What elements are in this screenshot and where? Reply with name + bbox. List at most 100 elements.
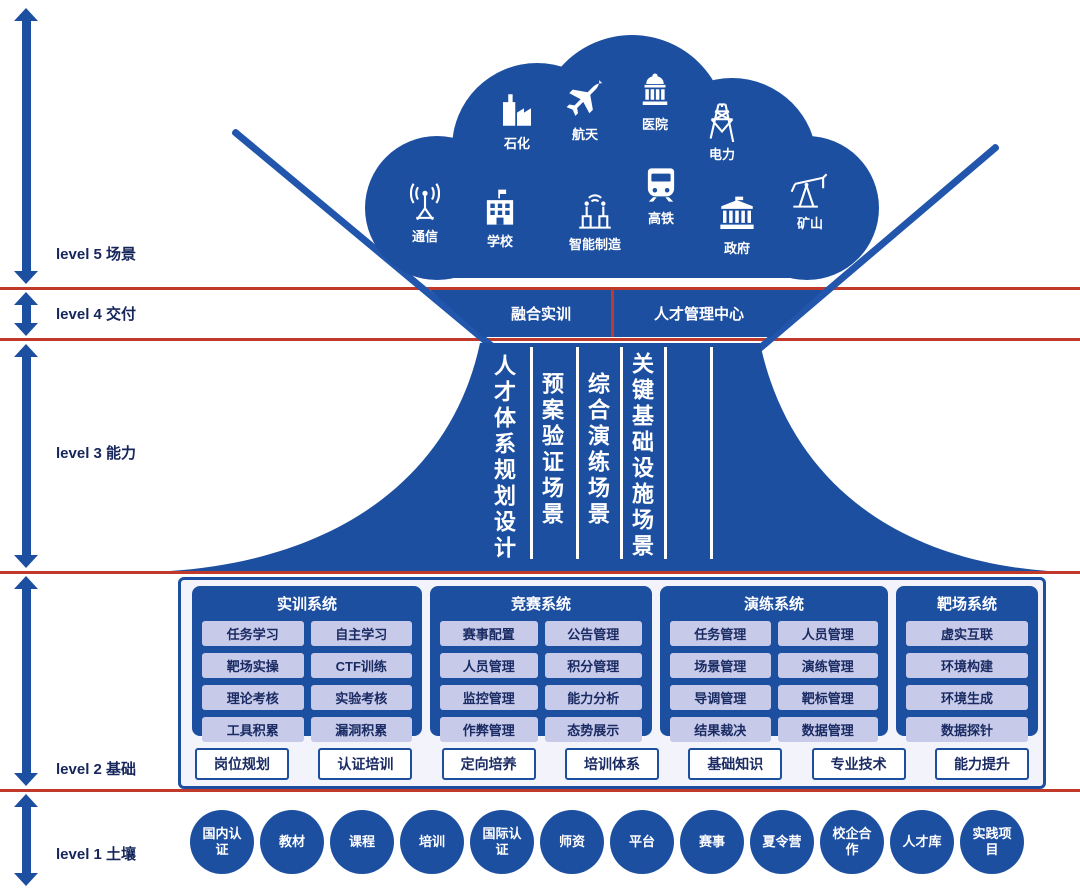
system-item: 人员管理 [440, 653, 538, 678]
soil-circle: 实践项目 [960, 810, 1024, 874]
delivery-right-label: 人才管理中心 [653, 306, 744, 323]
system-item: 环境构建 [906, 653, 1028, 678]
track-box: 能力提升 [934, 748, 1029, 780]
soil-circle-label: 实践项目 [972, 825, 1012, 857]
foundation-container: 实训系统 任务学习 自主学习 靶场实操 CTF训练 理论考核 实验考核 工具积累… [178, 577, 1046, 789]
track-box: 专业技术 [811, 748, 906, 780]
pumpjack-icon [790, 173, 828, 208]
government-icon [720, 196, 754, 229]
system-item: 作弊管理 [440, 717, 538, 742]
soil-circle-label: 人才库 [902, 833, 942, 849]
level-divider-line [0, 789, 1080, 792]
track-row: 岗位规划 认证培训 定向培养 培训体系 基础知识 专业技术 能力提升 [195, 748, 1029, 780]
soil-circle-label: 国际认证 [482, 825, 522, 857]
industry-mining: 矿山 [774, 169, 846, 232]
system-item: 监控管理 [440, 685, 538, 710]
system-item: 公告管理 [544, 621, 642, 646]
system-item: 结果裁决 [670, 717, 771, 742]
industry-label: 智能制造 [568, 237, 621, 252]
level-3-range-arrow [14, 344, 38, 568]
industry-label: 政府 [723, 241, 750, 256]
capability-column-1: 人才体系规划设计 [491, 354, 516, 562]
competition-system-panel: 竞赛系统 赛事配置 公告管理 人员管理 积分管理 监控管理 能力分析 作弊管理 … [430, 586, 652, 742]
system-item: 环境生成 [906, 685, 1028, 710]
system-item: 数据管理 [777, 717, 878, 742]
track-box: 培训体系 [564, 748, 659, 780]
antenna-icon [409, 183, 441, 221]
range-system-panel: 靶场系统 虚实互联 环境构建 环境生成 数据探针 [896, 586, 1038, 742]
soil-circle-label: 课程 [348, 833, 375, 849]
industry-hospital: 医院 [619, 70, 691, 133]
capability-mountain [170, 343, 1048, 571]
delivery-left-label: 融合实训 [510, 306, 571, 323]
panel-title: 竞赛系统 [510, 596, 571, 613]
industry-label: 航天 [571, 127, 598, 142]
level-2-range-arrow [14, 576, 38, 786]
capability-column-4: 关键基础设施场景 [629, 352, 654, 560]
plane-icon [566, 80, 603, 116]
system-item: CTF训练 [310, 653, 412, 678]
mountain-separator-line [710, 347, 713, 559]
soil-circle: 夏令营 [750, 810, 814, 874]
level-4-label: level 4 交付 [56, 306, 137, 323]
system-item: 导调管理 [670, 685, 771, 710]
level-5-label: level 5 场景 [56, 246, 137, 263]
soil-circle: 教材 [260, 810, 324, 874]
system-item: 虚实互联 [906, 621, 1028, 646]
soil-circle: 师资 [540, 810, 604, 874]
level-divider-line [0, 338, 1080, 341]
smart-factory-icon [579, 194, 611, 229]
industry-label: 学校 [486, 234, 513, 249]
soil-circle-label: 平台 [628, 833, 655, 849]
soil-circle-label: 教材 [278, 833, 305, 849]
delivery-band: 融合实训 人才管理中心 [430, 290, 823, 337]
industry-label: 矿山 [796, 216, 823, 231]
system-item: 演练管理 [777, 653, 878, 678]
panel-title: 靶场系统 [936, 596, 997, 613]
delivery-divider-line [611, 290, 614, 337]
system-item: 任务管理 [670, 621, 771, 646]
level-5-range-arrow [14, 8, 38, 284]
system-item: 赛事配置 [440, 621, 538, 646]
system-item: 态势展示 [544, 717, 642, 742]
capability-column-3: 综合演练场景 [585, 372, 610, 528]
level-4-range-arrow [14, 292, 38, 336]
system-item: 靶标管理 [777, 685, 878, 710]
mountain-separator-line [576, 347, 579, 559]
industry-label: 通信 [411, 229, 438, 244]
soil-circle: 课程 [330, 810, 394, 874]
level-2-label: level 2 基础 [56, 761, 137, 778]
industry-label: 石化 [503, 136, 530, 151]
soil-circle-label: 国内认证 [202, 825, 242, 857]
track-box: 认证培训 [318, 748, 413, 780]
soil-circle: 国际认证 [470, 810, 534, 874]
school-icon [486, 189, 514, 225]
level-1-range-arrow [14, 794, 38, 886]
industry-telecom: 通信 [389, 182, 461, 245]
industry-label: 电力 [708, 147, 735, 162]
mountain-separator-line [664, 347, 667, 559]
industry-smart-manufacturing: 智能制造 [553, 190, 637, 253]
soil-circle-label: 夏令营 [762, 833, 802, 849]
soil-circle-label: 师资 [558, 833, 585, 849]
system-item: 数据探针 [906, 717, 1028, 742]
capability-column-2: 预案验证场景 [539, 372, 564, 528]
power-tower-icon [709, 103, 735, 142]
industry-school: 学校 [464, 187, 536, 250]
train-icon [647, 168, 675, 202]
soil-circle: 培训 [400, 810, 464, 874]
system-item: 靶场实操 [202, 653, 304, 678]
factory-icon [503, 94, 531, 126]
track-box: 岗位规划 [195, 748, 289, 780]
soil-circle: 赛事 [680, 810, 744, 874]
soil-circle: 校企合作 [820, 810, 884, 874]
industry-government: 政府 [701, 194, 773, 257]
mountain-separator-line [620, 347, 623, 559]
soil-circle-label: 校企合作 [832, 825, 872, 857]
industry-rail: 高铁 [625, 164, 697, 227]
soil-circle-label: 培训 [418, 833, 445, 849]
training-system-panel: 实训系统 任务学习 自主学习 靶场实操 CTF训练 理论考核 实验考核 工具积累… [192, 586, 422, 742]
level-divider-line [0, 287, 1080, 290]
hospital-icon [642, 73, 668, 105]
